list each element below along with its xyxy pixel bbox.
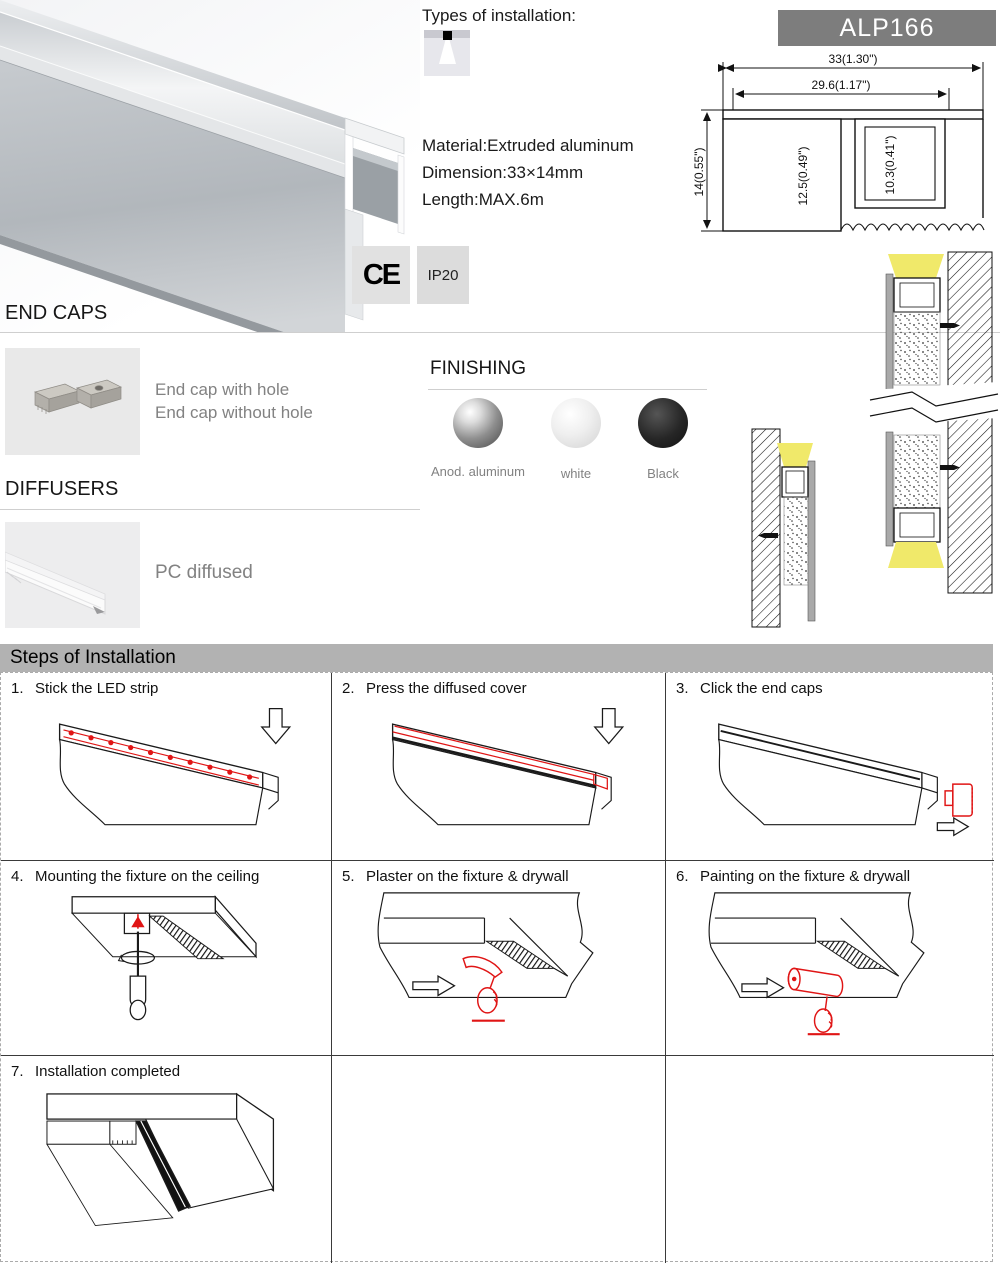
step-label: 4. Mounting the fixture on the ceiling — [1, 861, 331, 885]
step-cell-6: 6. Painting on the fixture & drywall — [666, 861, 994, 1056]
step-number: 4. — [11, 868, 24, 885]
screw-icon — [758, 533, 778, 538]
spec-dimension: Dimension:33×14mm — [422, 163, 584, 182]
finish-anodized-label: Anod. aluminum — [431, 464, 525, 479]
step-label: 2. Press the diffused cover — [332, 673, 665, 697]
dim-height-left: 14(0.55") — [693, 148, 706, 197]
diffuser-illustration — [4, 551, 106, 615]
step-number: 3. — [676, 680, 689, 697]
step2-illustration — [391, 708, 624, 826]
end-cap-with-hole-label: End cap with hole — [155, 380, 290, 399]
recessed-installation-icon — [424, 30, 470, 76]
installation-types-label: Types of installation: — [422, 6, 577, 25]
empty-cell — [332, 1056, 666, 1263]
plaster-trowel-hand — [461, 956, 505, 1022]
aluminum-profile-render — [0, 0, 405, 362]
ce-mark: CE — [362, 258, 401, 291]
diffusers-rule — [0, 509, 420, 510]
end-cap-red — [944, 783, 973, 817]
product-photo — [0, 0, 420, 362]
steps-table: 1. Stick the LED strip — [0, 672, 994, 1263]
dim-height-mid: 12.5(0.49") — [796, 147, 810, 206]
end-caps-image — [5, 348, 140, 455]
spec-material: Material:Extruded aluminum — [422, 136, 634, 155]
diffuser-type-label: PC diffused — [155, 562, 253, 583]
step-text: Stick the LED strip — [35, 680, 159, 697]
spec-text-block: Material:Extruded aluminum Dimension:33×… — [422, 132, 634, 213]
step-cell-7: 7. Installation completed — [1, 1056, 332, 1263]
finishing-title: FINISHING — [430, 358, 527, 379]
empty-cell — [666, 1056, 994, 1263]
ip-rating: IP20 — [427, 266, 459, 284]
diffusers-title: DIFFUSERS — [5, 478, 119, 500]
icon-fixture-dot — [443, 31, 452, 40]
screw-icon — [940, 465, 960, 470]
steps-section-header: Steps of Installation — [0, 644, 993, 672]
step-text: Painting on the fixture & drywall — [700, 868, 911, 885]
step-label: 5. Plaster on the fixture & drywall — [332, 861, 665, 885]
end-caps-text: End cap with hole End cap without hole — [155, 378, 313, 424]
step-number: 6. — [676, 868, 689, 885]
screw-red — [131, 914, 145, 929]
step-cell-5: 5. Plaster on the fixture & drywall — [332, 861, 666, 1056]
finish-anodized-swatch — [453, 398, 503, 448]
step-cell-4: 4. Mounting the fixture on the ceiling — [1, 861, 332, 1056]
step4-illustration — [71, 895, 258, 1021]
finish-black-swatch — [638, 398, 688, 448]
step-cell-2: 2. Press the diffused cover — [332, 673, 666, 861]
step-text: Click the end caps — [700, 680, 823, 697]
diffuser-image — [4, 522, 140, 628]
step-text: Installation completed — [35, 1063, 181, 1080]
dimension-drawing: 33(1.30") 29.6(1.17") 14(0.55") 12.5(0.4… — [693, 52, 985, 232]
step-text: Mounting the fixture on the ceiling — [35, 868, 260, 885]
step-number: 2. — [342, 680, 355, 697]
spec-length: Length:MAX.6m — [422, 190, 544, 209]
icon-light-beam — [439, 40, 456, 64]
step3-illustration — [718, 723, 973, 837]
model-name: ALP166 — [839, 13, 935, 42]
led-strip — [63, 729, 259, 786]
step6-illustration — [708, 892, 925, 1036]
dim-height-right: 10.3(0.41") — [883, 136, 897, 195]
screw-icon — [940, 323, 960, 328]
ce-mark-badge: CE — [352, 246, 410, 304]
finish-white-swatch — [551, 398, 601, 448]
step-text: Plaster on the fixture & drywall — [366, 868, 569, 885]
paint-roller-hand — [787, 967, 844, 1036]
diffused-cover — [391, 725, 608, 790]
step1-illustration — [58, 708, 292, 826]
step-text: Press the diffused cover — [366, 680, 527, 697]
dim-width-inner: 29.6(1.17") — [812, 78, 871, 92]
end-caps-illustration — [34, 379, 122, 414]
step-cell-3: 3. Click the end caps — [666, 673, 994, 861]
wall-install-diagram-single — [751, 428, 816, 628]
wall-install-diagram-double — [869, 251, 999, 594]
step-number: 5. — [342, 868, 355, 885]
step-number: 7. — [11, 1063, 24, 1080]
end-cap-without-hole-label: End cap without hole — [155, 403, 313, 422]
ip20-badge: IP20 — [417, 246, 469, 304]
step-label: 3. Click the end caps — [666, 673, 994, 697]
model-name-box: ALP166 — [778, 10, 996, 46]
step-label: 1. Stick the LED strip — [1, 673, 331, 697]
finish-white-label: white — [560, 466, 592, 481]
finishing-rule — [428, 389, 707, 390]
steps-title: Steps of Installation — [10, 647, 176, 668]
step7-illustration — [46, 1092, 275, 1227]
step-cell-1: 1. Stick the LED strip — [1, 673, 332, 861]
step-number: 1. — [11, 680, 24, 697]
step-label: 6. Painting on the fixture & drywall — [666, 861, 994, 885]
step-label: 7. Installation completed — [1, 1056, 331, 1080]
finish-black-label: Black — [647, 466, 679, 481]
end-caps-title: END CAPS — [5, 302, 108, 324]
dim-width-outer: 33(1.30") — [829, 52, 878, 66]
step5-illustration — [377, 892, 594, 1022]
end-caps-rule — [0, 332, 1000, 333]
